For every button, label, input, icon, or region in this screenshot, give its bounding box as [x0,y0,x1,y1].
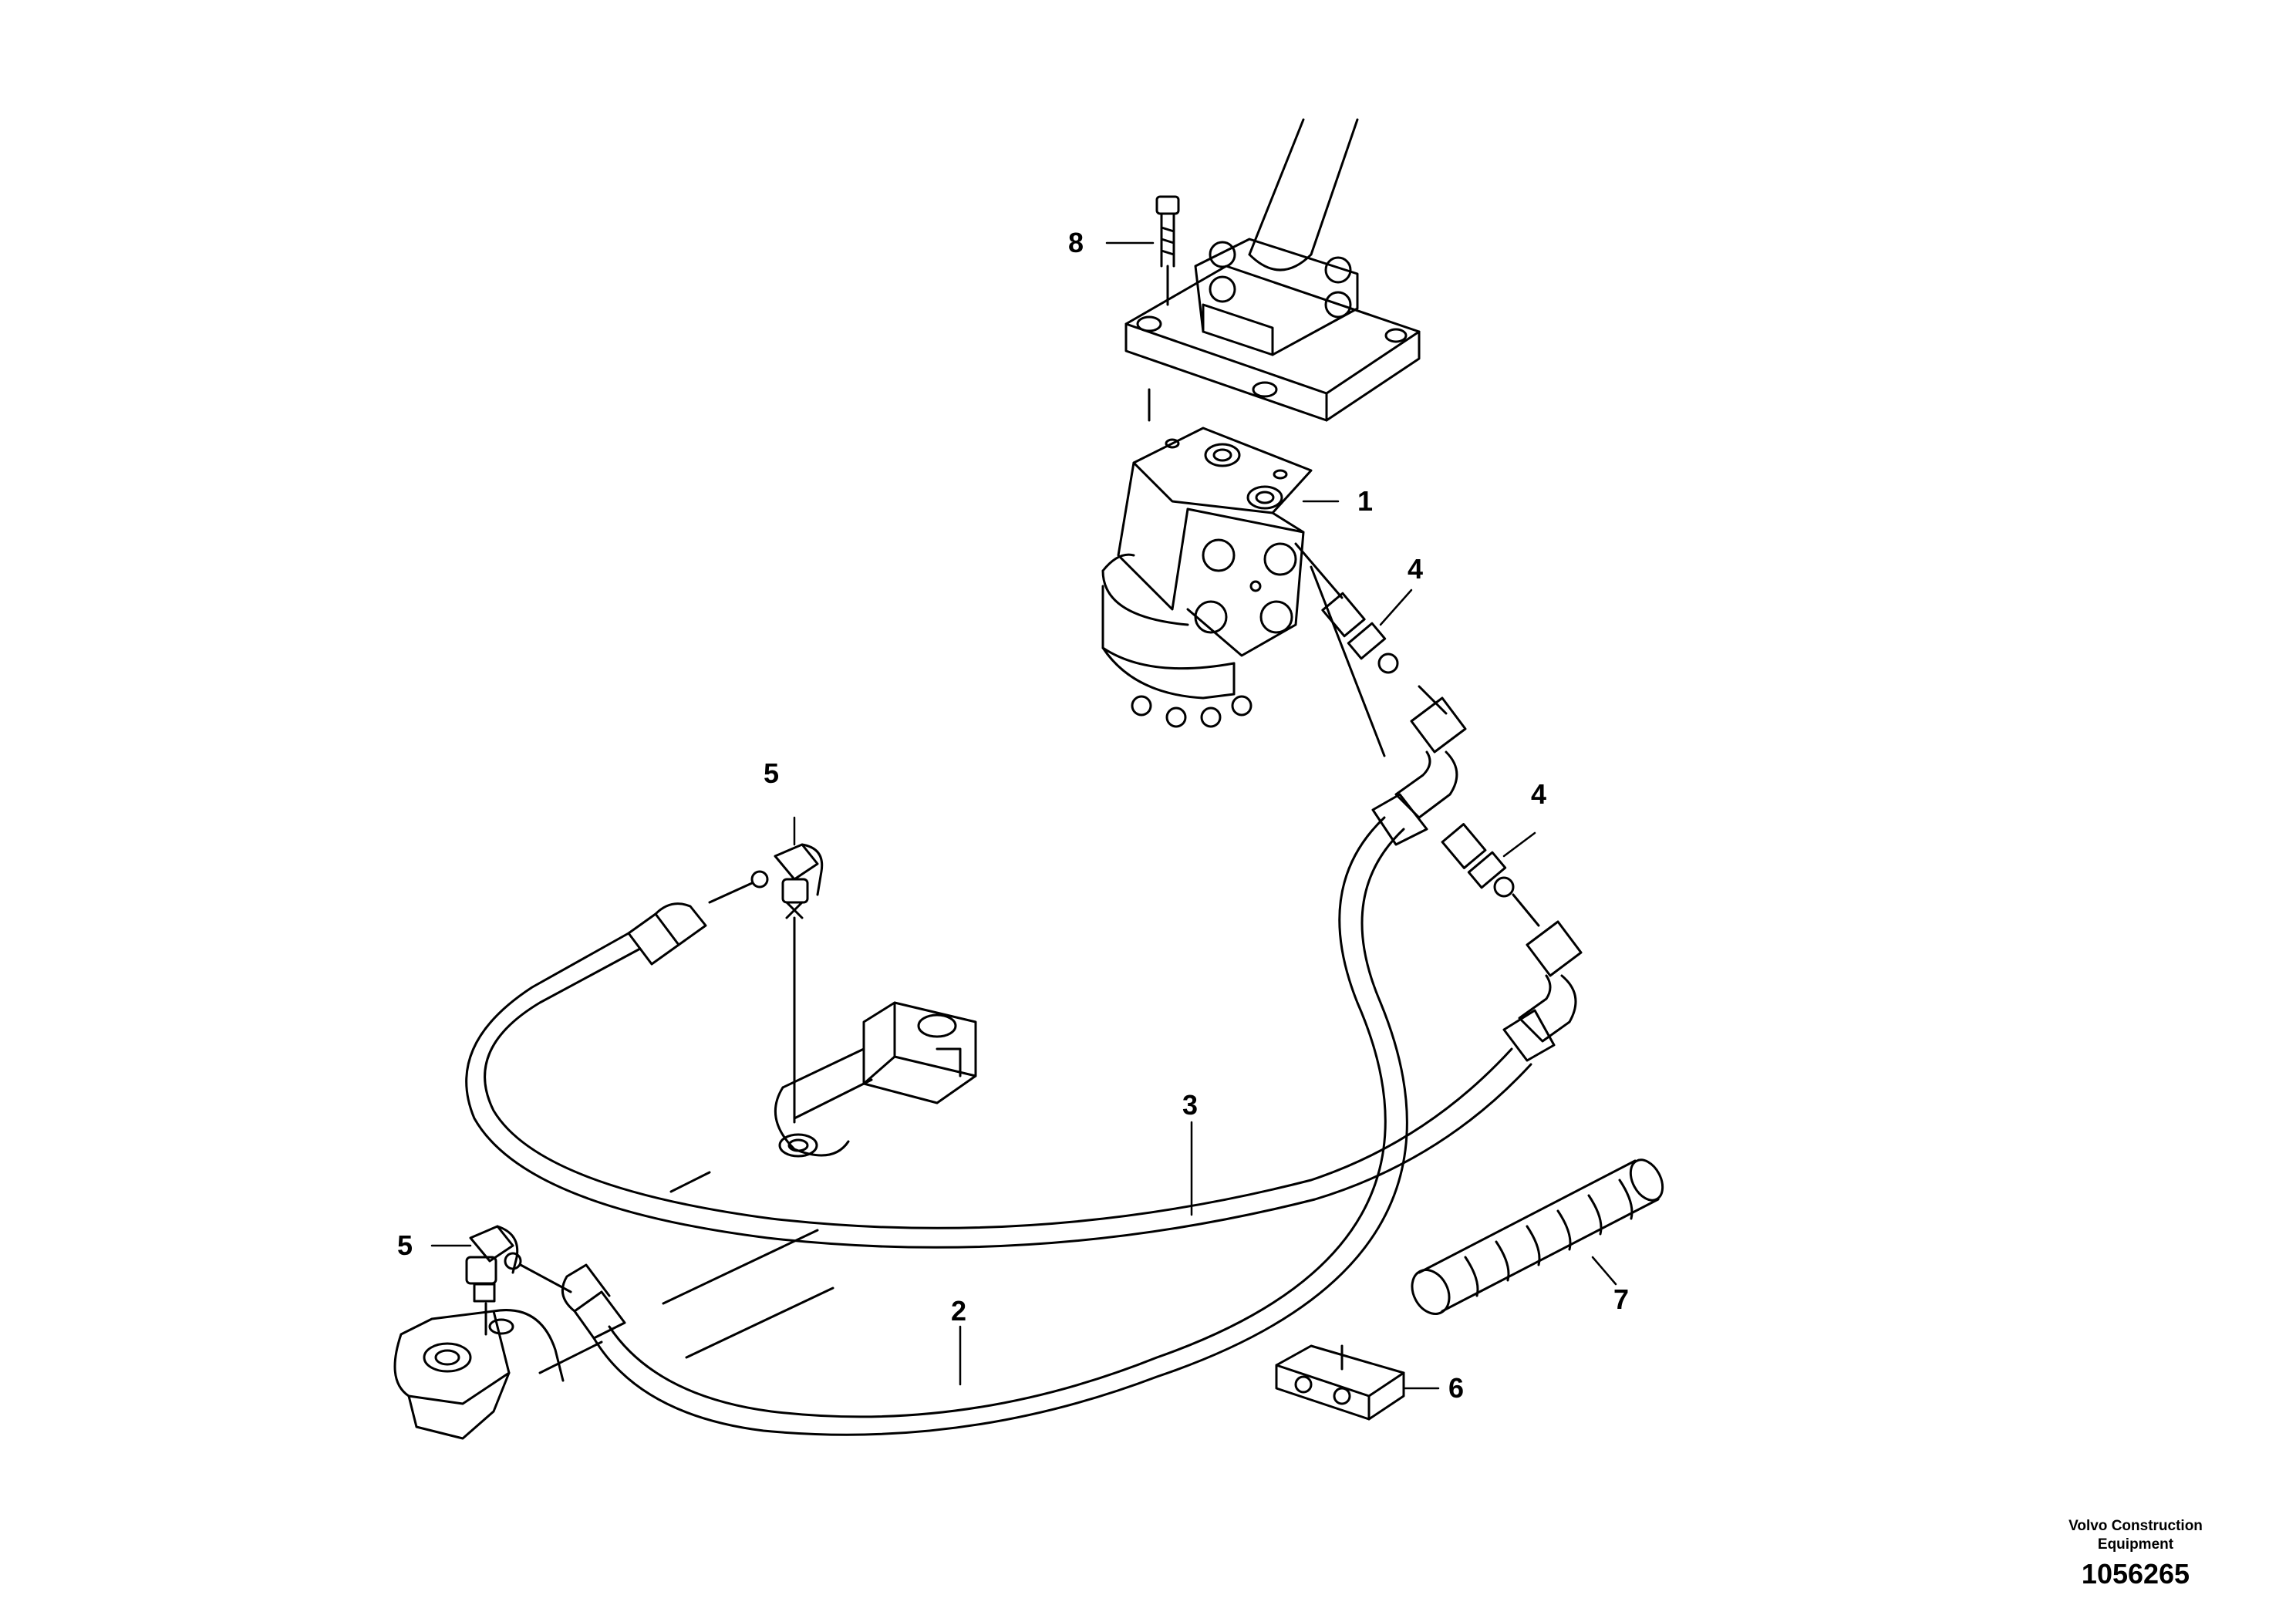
part-label-5-upper: 5 [764,757,779,789]
steering-valve-part-1 [1101,427,1313,728]
part-label-4-lower: 4 [1531,778,1546,810]
leader-line-4-upper [1379,588,1413,626]
steering-cylinder [393,916,977,1440]
footer-company: Volvo Construction Equipment [2068,1518,2203,1553]
part-label-4-upper: 4 [1408,553,1423,585]
hose-part-3 [465,902,1532,1249]
leader-lines [430,241,1617,1390]
part-label-8: 8 [1068,227,1084,258]
hose-end-elbow-lower [1502,920,1583,1062]
mounting-plate [1124,238,1421,422]
leader-line-7 [1591,1256,1617,1286]
clamp-part-6 [1275,1344,1405,1421]
steering-column [1248,118,1359,271]
part-label-3: 3 [1182,1089,1198,1121]
hose-end-elbow-upper [1310,565,1467,846]
hose-part-2 [561,816,1408,1436]
elbow-fitting-part-5-upper [708,843,824,919]
elbow-fitting-part-5-lower [465,1225,572,1336]
part-label-2: 2 [951,1295,966,1327]
footer-drawing-number: 1056265 [2081,1558,2190,1590]
part-label-7: 7 [1613,1283,1629,1315]
bolt-part-8 [1155,195,1180,306]
leader-line-4-lower [1502,831,1536,858]
part-label-1: 1 [1357,485,1373,517]
adapter-fitting-part-4-lower [1441,823,1540,927]
part-label-6: 6 [1448,1372,1464,1404]
spiral-sleeve-part-7 [1411,1158,1664,1315]
part-label-5-lower: 5 [397,1229,413,1261]
adapter-fitting-part-4-upper [1294,542,1399,674]
